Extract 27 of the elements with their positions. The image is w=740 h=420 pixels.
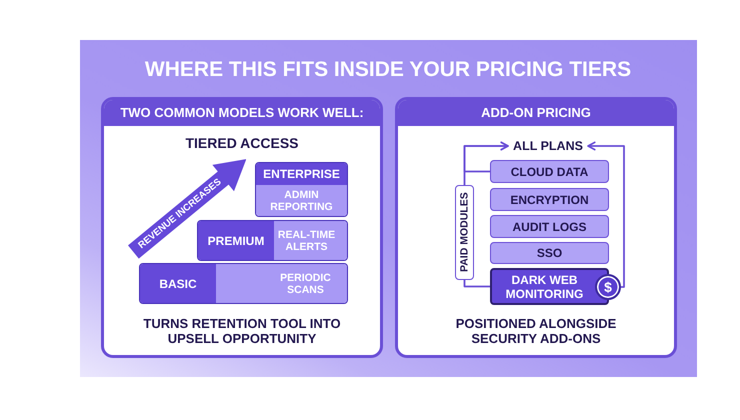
title: WHERE THIS FITS INSIDE YOUR PRICING TIERS [144, 58, 632, 82]
summary-text: TURNS RETENTION TOOL INTO UPSELL OPPORTUNITY [142, 316, 342, 346]
group-label-box: PAID MODULES [455, 185, 474, 280]
connector-line [464, 280, 490, 288]
panel-header: TWO COMMON MODELS WORK WELL: [104, 100, 380, 126]
module-box: SSO [490, 242, 609, 264]
tier-box [197, 220, 348, 261]
tier-feature: ADMIN REPORTING [256, 185, 347, 216]
target-label: ALL PLANS [508, 138, 588, 154]
tier-name: ENTERPRISE [256, 163, 347, 185]
tier-feature: PERIODIC SCANS [216, 264, 347, 303]
section-heading: TIERED ACCESS [185, 135, 299, 152]
tier-feature: REAL-TIME ALERTS [274, 221, 347, 260]
tier-name: BASIC [140, 264, 216, 303]
module-box: ENCRYPTION [490, 188, 609, 211]
tier-box [255, 162, 348, 217]
panel-card [101, 97, 383, 358]
dollar-badge: $ [595, 274, 621, 300]
panel-header: ADD-ON PRICING [398, 100, 674, 126]
summary-text: POSITIONED ALONGSIDE SECURITY ADD-ONS [454, 316, 618, 346]
module-box: AUDIT LOGS [490, 215, 609, 238]
connector-arrow [587, 142, 625, 288]
panel-card [395, 97, 677, 358]
module-box: CLOUD DATA [490, 160, 609, 183]
connector-arrow [464, 142, 509, 172]
tier-box [139, 263, 348, 304]
tier-name: PREMIUM [198, 221, 274, 260]
